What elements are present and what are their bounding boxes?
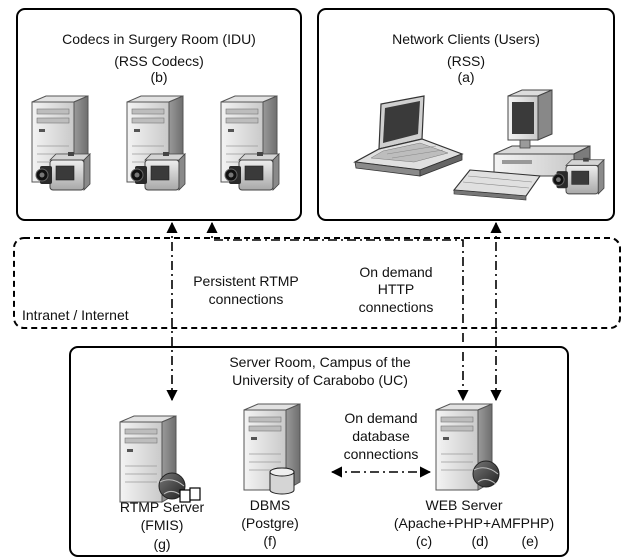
web-server-name: WEB Server [425, 497, 503, 513]
http-connections-label-line1: On demand [359, 264, 433, 280]
web-server-letter-e: (e) [521, 533, 539, 549]
web-server [435, 403, 500, 491]
network-clients-letter: (a) [457, 69, 475, 85]
intranet-internet-label: Intranet / Internet [22, 307, 129, 323]
dbms-server-letter: (f) [263, 533, 277, 549]
server-room-title-line1: Server Room, Campus of the [229, 354, 411, 370]
rtmp-connections-label-line2: connections [208, 291, 284, 307]
rtmp-server-name: RTMP Server [119, 499, 205, 515]
desktop-client [452, 89, 605, 201]
codecs-room-title: Codecs in Surgery Room (IDU) [62, 31, 256, 47]
http-connections-label-line3: connections [358, 299, 434, 315]
rtmp-server [119, 415, 201, 503]
dbms-server-name: DBMS [249, 497, 291, 513]
rtmp-server-sub: (FMIS) [140, 517, 184, 533]
codec-station-2 [126, 95, 186, 191]
codecs-room-letter: (b) [150, 69, 168, 85]
dbms-server [243, 403, 301, 495]
codecs-room-box [16, 8, 302, 221]
codecs-room-subtitle: (RSS Codecs) [114, 53, 204, 69]
rtmp-connections-label-line1: Persistent RTMP [193, 273, 299, 289]
web-server-letter-d: (d) [471, 533, 489, 549]
http-connections-label-line2: HTTP [377, 281, 415, 297]
dbms-server-sub: (Postgre) [241, 515, 299, 531]
laptop-client [353, 95, 464, 177]
network-clients-subtitle: (RSS) [446, 53, 486, 69]
codec-station-1 [31, 95, 91, 191]
db-connections-label-line2: database [352, 428, 410, 444]
db-connections-label-line3: connections [343, 446, 419, 462]
network-clients-box [317, 8, 615, 221]
server-room-title-line2: University of Carabobo (UC) [232, 372, 408, 388]
codec-station-3 [220, 95, 280, 191]
http-codec-to-web-arrow [206, 221, 469, 402]
rtmp-server-letter: (g) [153, 536, 171, 552]
db-connections-label-line1: On demand [344, 410, 418, 426]
web-server-sub: (Apache+PHP+AMFPHP) [393, 515, 555, 531]
network-clients-title: Network Clients (Users) [392, 31, 540, 47]
web-server-letter-c: (c) [415, 533, 433, 549]
